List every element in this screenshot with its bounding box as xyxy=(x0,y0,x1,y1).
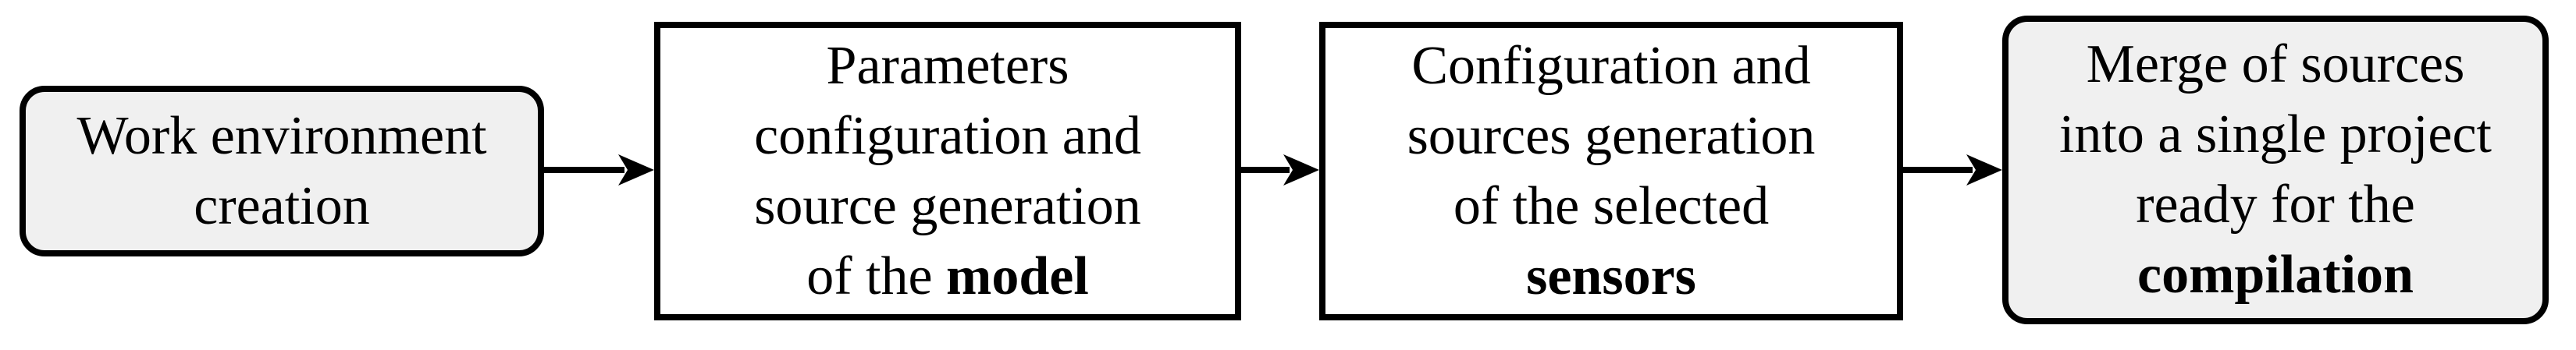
step-label-text: creation xyxy=(194,175,370,236)
step-label-bold-text: model xyxy=(946,246,1089,306)
step-label-line: into a single project xyxy=(2059,100,2492,170)
arrowhead-icon xyxy=(1966,154,2002,186)
step-label-line: Merge of sources xyxy=(2087,30,2465,100)
step-label-text: Parameters xyxy=(826,35,1069,96)
step-label-text: sources generation xyxy=(1407,105,1816,166)
step-configuration-sensors: Configuration and sources generation of … xyxy=(1319,22,1903,320)
step-label-text: into a single project xyxy=(2058,104,2492,164)
step-label-line: source generation xyxy=(754,171,1141,242)
step-label-bold-text: sensors xyxy=(1526,246,1696,306)
step-label-line: ready for the xyxy=(2136,170,2415,240)
step-label-line: compilation xyxy=(2137,240,2414,310)
step-label-text: Work environment xyxy=(76,105,487,166)
step-label-line: creation xyxy=(194,171,369,242)
arrowhead-icon xyxy=(618,154,654,186)
step-label-line: of the selected xyxy=(1453,171,1769,242)
step-parameters-configuration-model: Parameters configuration and source gene… xyxy=(654,22,1241,320)
connector-arrow-1 xyxy=(544,154,654,186)
step-label-line: Configuration and xyxy=(1411,31,1810,101)
step-label-text: of the selected xyxy=(1453,175,1770,236)
step-label-line: Parameters xyxy=(827,31,1069,101)
arrowhead-icon xyxy=(1283,154,1319,186)
step-label-text: configuration and xyxy=(754,105,1141,166)
connector-arrow-3 xyxy=(1903,154,2002,186)
step-label-line: sources generation xyxy=(1407,101,1816,171)
step-label-text: Configuration and xyxy=(1411,35,1811,96)
step-label-line: Work environment xyxy=(76,101,486,171)
step-label-line: of the model xyxy=(806,242,1089,312)
step-work-environment-creation: Work environment creation xyxy=(20,86,544,256)
step-label-text: source generation xyxy=(754,175,1141,236)
step-label-text: Merge of sources xyxy=(2086,34,2465,94)
step-label-line: sensors xyxy=(1526,242,1696,312)
step-label-line: configuration and xyxy=(754,101,1141,171)
step-label-bold-text: compilation xyxy=(2137,245,2414,305)
step-label-text: of the xyxy=(806,246,947,306)
step-merge-sources-compilation: Merge of sources into a single project r… xyxy=(2002,16,2549,324)
step-label-text: ready for the xyxy=(2136,175,2415,235)
connector-arrow-2 xyxy=(1241,154,1319,186)
